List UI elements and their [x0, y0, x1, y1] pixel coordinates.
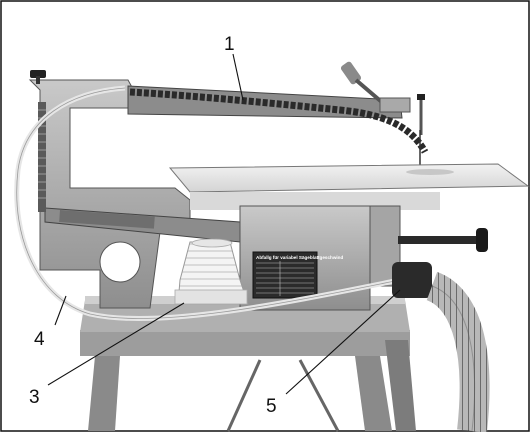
- tilt-lock: [398, 228, 488, 252]
- air-hose: [14, 85, 401, 321]
- tilt-knob-icon: [476, 228, 488, 252]
- callout-5: 5: [266, 396, 277, 417]
- leader-line-1: [232, 53, 244, 101]
- tension-knob-icon: [30, 70, 46, 78]
- nameplate-title: Abfallg für variabel Sägeblattgeschwind: [256, 255, 343, 260]
- blade-clamp: [340, 61, 425, 170]
- dust-extraction: [392, 262, 490, 432]
- leader-line-5: [285, 289, 401, 395]
- stand: [80, 330, 416, 432]
- callout-4: 4: [34, 329, 45, 350]
- callout-1: 1: [224, 34, 235, 55]
- nameplate: Abfallg für variabel Sägeblattgeschwind: [252, 251, 343, 299]
- bellows: [174, 238, 249, 305]
- flexible-blower-nozzle: [129, 88, 429, 154]
- leader-line-3: [47, 302, 185, 386]
- leader-line-4: [54, 295, 67, 326]
- callout-3: 3: [29, 387, 40, 408]
